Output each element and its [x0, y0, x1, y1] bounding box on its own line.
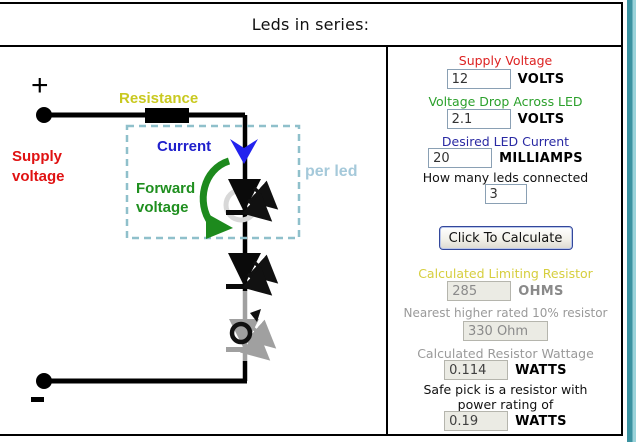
led-current-unit: MILLIAMPS — [499, 150, 583, 166]
wire-top — [36, 107, 245, 123]
resistance-label: Resistance — [119, 90, 199, 107]
supply-voltage-unit: VOLTS — [517, 71, 565, 87]
safe-pick-output — [444, 411, 509, 431]
resistor-wattage-unit: WATTS — [515, 362, 567, 378]
led-drop-field-label: Voltage Drop Across LED — [428, 94, 583, 109]
current-label: Current — [157, 138, 212, 155]
safe-pick-unit: WATTS — [515, 413, 567, 429]
led-count-input[interactable] — [484, 184, 527, 204]
led-drop-row: VOLTS — [390, 109, 621, 129]
wire-bottom — [36, 373, 247, 389]
led-symbol-3-faded — [226, 319, 277, 361]
resistor-wattage-row: WATTS — [390, 360, 621, 380]
supply-voltage-row: VOLTS — [390, 69, 621, 89]
resistor-wattage-output — [444, 360, 509, 380]
nearest-resistor-output — [463, 321, 548, 341]
forward-voltage-arrow-icon — [199, 157, 233, 239]
resistor-symbol — [145, 108, 189, 123]
calculate-button[interactable]: Click To Calculate — [438, 226, 573, 250]
limiting-resistor-output — [447, 281, 512, 301]
safe-pick-label-line1: Safe pick is a resistor with — [423, 382, 588, 397]
safe-pick-row: WATTS — [390, 411, 621, 431]
supply-voltage-input[interactable] — [446, 69, 511, 89]
per-led-dashed-box — [125, 124, 301, 240]
led-current-row: MILLIAMPS — [390, 148, 621, 168]
led-count-row — [390, 184, 621, 204]
nearest-resistor-row — [390, 321, 621, 341]
window-edge-stripe — [627, 0, 636, 442]
plus-terminal-label: + — [31, 69, 49, 102]
current-arrow-icon — [230, 139, 258, 164]
led-drop-unit: VOLTS — [517, 111, 565, 127]
minus-terminal-icon — [31, 397, 44, 402]
forward-voltage-label: Forward voltage — [136, 180, 196, 216]
led-current-field-label: Desired LED Current — [441, 134, 570, 149]
circuit-svg — [31, 107, 301, 402]
safe-pick-label-line2: power rating of — [457, 397, 554, 412]
led-symbol-2 — [226, 253, 279, 296]
led-symbol-1 — [226, 179, 279, 222]
circuit-diagram: + Resistance Supply voltage Current Forw… — [0, 47, 388, 434]
main-area: + Resistance Supply voltage Current Forw… — [0, 47, 621, 434]
nearest-resistor-field-label: Nearest higher rated 10% resistor — [403, 306, 608, 320]
led-current-input[interactable] — [428, 148, 493, 168]
led-drop-input[interactable] — [446, 109, 511, 129]
per-led-label: per led — [305, 163, 358, 180]
led-count-field-label: How many leds connected — [422, 170, 589, 185]
calculator-table: Leds in series: — [0, 2, 623, 436]
title-bar: Leds in series: — [0, 4, 621, 47]
resistor-wattage-field-label: Calculated Resistor Wattage — [417, 346, 594, 361]
page-title: Leds in series: — [251, 15, 370, 34]
calculator-form: Supply Voltage VOLTS Voltage Drop Across… — [390, 47, 621, 434]
limiting-resistor-unit: OHMS — [518, 283, 564, 299]
watermark-camera-icon — [229, 309, 261, 345]
limiting-resistor-row: OHMS — [390, 281, 621, 301]
supply-voltage-field-label: Supply Voltage — [458, 53, 553, 68]
supply-voltage-label: Supply voltage — [12, 148, 65, 185]
limiting-resistor-field-label: Calculated Limiting Resistor — [418, 266, 593, 281]
